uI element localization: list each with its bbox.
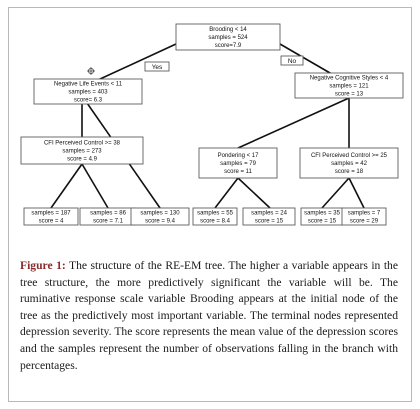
node-left-left-box (20, 136, 144, 165)
node-left-left: CFI Perceived Control >= 38 samples = 273… (20, 136, 144, 165)
node-right-right-line-1: CFI Perceived Control >= 25 (311, 153, 388, 159)
node-left-line-1: Negative Life Events < 11 (54, 82, 123, 88)
node-right: Negative Cognitive Styles < 4 samples = 1… (294, 72, 404, 99)
node-right-left-line-1: Pondering < 17 (218, 153, 260, 159)
leaf-node-6: samples = 35 score = 15 (300, 207, 344, 226)
leaf-node-7-box (341, 207, 387, 226)
figure-label: Figure 1: (20, 259, 66, 272)
edge-rightleft-leaf4 (214, 177, 239, 209)
node-left-left-line-1: CFI Perceived Control >= 38 (44, 141, 121, 147)
leaf-node-4-box (192, 207, 238, 226)
node-right-line-3: score = 13 (335, 92, 364, 98)
leaf-node-2: samples = 86 score = 7.1 (79, 207, 137, 226)
node-right-left-line-2: samples = 79 (220, 161, 257, 167)
leaf-node-2-line-1: samples = 86 (90, 211, 127, 217)
leaf-node-4: samples = 55 score = 8.4 (192, 207, 238, 226)
node-root-box (175, 23, 281, 51)
leaf-node-3-line-1: samples = 130 (140, 211, 180, 217)
edge-label-yes: Yes (144, 61, 170, 72)
node-left-line-3: score= 6.3 (74, 98, 103, 104)
edge-rightright-leaf6 (321, 177, 350, 209)
node-right-right-box (299, 147, 399, 179)
node-root-line-3: score=7.9 (215, 43, 242, 49)
node-root-line-2: samples = 524 (208, 35, 248, 41)
leaf-node-5-line-2: score = 15 (255, 219, 284, 225)
leaf-node-3-line-2: score = 9.4 (145, 219, 176, 225)
node-right-line-2: samples = 121 (329, 84, 369, 90)
leaf-node-4-line-2: score = 8.4 (200, 219, 231, 225)
leaf-node-1-box (23, 207, 79, 226)
leaf-node-5-line-1: samples = 24 (251, 211, 288, 217)
edge-label-yes-text: Yes (152, 64, 163, 71)
leaf-node-3: samples = 130 score = 9.4 (130, 207, 190, 226)
edge-right-rightleft (237, 97, 350, 149)
leaf-node-1-line-2: score = 4 (39, 219, 65, 225)
node-right-left-box (198, 147, 278, 179)
node-left-left-line-2: samples = 273 (62, 149, 102, 155)
edge-leftleft-leaf1 (50, 163, 83, 209)
edge-rightleft-leaf5 (237, 177, 271, 209)
leaf-node-6-line-1: samples = 35 (304, 211, 341, 217)
leaf-node-6-line-2: score = 15 (308, 219, 337, 225)
node-right-left-line-3: score = 11 (224, 169, 252, 175)
edge-label-no-text: No (288, 58, 297, 65)
decision-tree-diagram: Brooding < 14 samples = 524 score=7.9Negat… (20, 23, 404, 226)
leaf-node-5-box (242, 207, 296, 226)
node-right-right-line-2: samples = 42 (331, 161, 368, 167)
edge-label-no-box (280, 55, 304, 66)
node-left-box (33, 78, 143, 105)
node-left: Negative Life Events < 11 samples = 403 sc… (33, 78, 143, 105)
node-left-left-line-3: score = 4.9 (67, 157, 98, 163)
leaf-node-1-line-1: samples = 187 (31, 211, 71, 217)
leaf-node-3-box (130, 207, 190, 226)
leaf-node-7: samples = 7 score = 29 (341, 207, 387, 226)
figure-caption: Figure 1: The structure of the RE-EM tre… (20, 258, 398, 374)
leaf-node-4-line-1: samples = 55 (197, 211, 234, 217)
edge-label-yes-box (144, 61, 170, 72)
edge-label-no: No (280, 55, 304, 66)
leaf-node-7-line-1: samples = 7 (348, 211, 381, 217)
node-root: Brooding < 14 samples = 524 score=7.9 (175, 23, 281, 51)
edge-rightright-leaf7 (348, 177, 365, 209)
edge-leftleft-leaf2 (81, 163, 109, 209)
node-right-left: Pondering < 17 samples = 79 score = 11 (198, 147, 278, 179)
leaf-node-2-line-2: score = 7.1 (93, 219, 124, 225)
node-right-right: CFI Perceived Control >= 25 samples = 42 s… (299, 147, 399, 179)
edge-root-left (86, 43, 177, 86)
node-left-line-2: samples = 403 (68, 90, 108, 96)
leaf-node-5: samples = 24 score = 15 (242, 207, 296, 226)
leaf-node-1: samples = 187 score = 4 (23, 207, 79, 226)
node-right-box (294, 72, 404, 99)
node-right-line-1: Negative Cognitive Styles < 4 (310, 76, 389, 82)
crosshair-icon (87, 67, 95, 75)
caption-text: The structure of the RE-EM tree. The hig… (20, 259, 398, 372)
node-root-line-1: Brooding < 14 (209, 27, 247, 33)
leaf-node-7-line-2: score = 29 (350, 219, 379, 225)
node-right-right-line-3: score = 18 (335, 169, 364, 175)
